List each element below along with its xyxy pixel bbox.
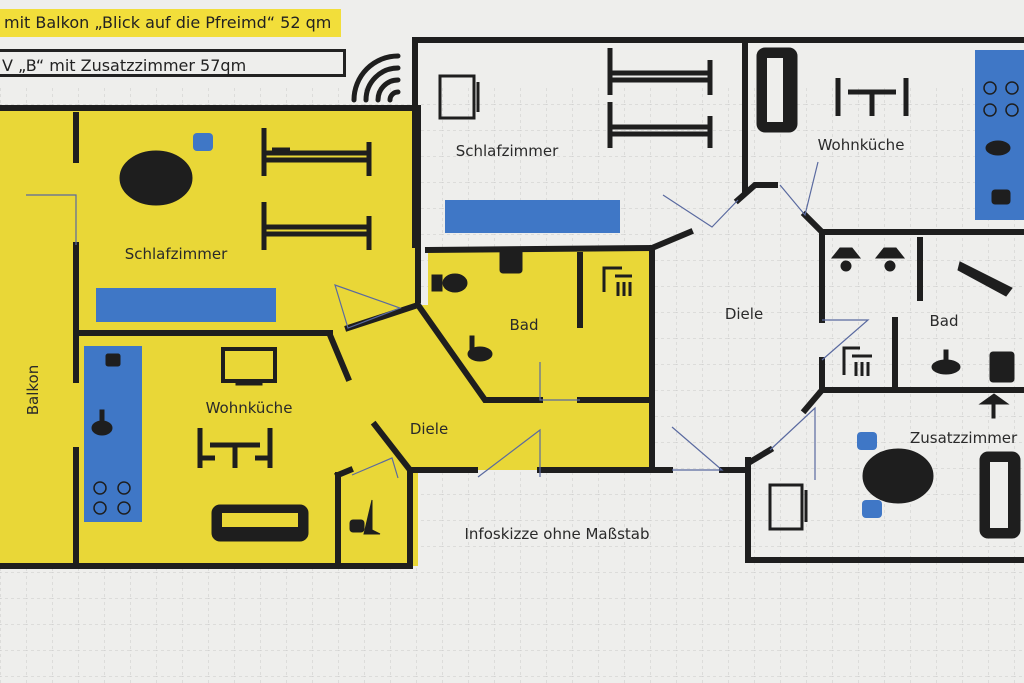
table-icon <box>835 78 909 116</box>
umbrella-icon <box>978 393 1010 419</box>
bathtub-icon <box>957 261 1013 297</box>
stool-icon <box>862 500 882 518</box>
sink-icon <box>985 140 1011 156</box>
bed-icon <box>607 102 713 148</box>
desk-icon <box>768 483 808 531</box>
desk-icon <box>438 74 480 120</box>
room-label-bad-b: Bad <box>929 312 958 330</box>
room-label-wohnkueche-a: Wohnküche <box>206 399 293 417</box>
sofa-icon <box>211 504 309 542</box>
wall-lamp-icon <box>830 247 906 272</box>
header-subtitle: V „B“ mit Zusatzzimmer 57qm <box>0 49 346 77</box>
broom-icon <box>349 499 381 535</box>
kitchen-counter-a <box>84 346 142 522</box>
plan-note: Infoskizze ohne Maßstab <box>465 525 650 543</box>
walls <box>0 37 1024 569</box>
door-swings <box>26 161 870 480</box>
tv-icon <box>221 347 277 386</box>
shower-icon <box>602 266 632 296</box>
stove-icon <box>93 81 1019 515</box>
room-label-balkon: Balkon <box>24 365 42 416</box>
furniture <box>91 47 1021 542</box>
bed-icon <box>261 202 372 250</box>
round-table <box>862 448 934 504</box>
sofa-icon <box>756 47 798 133</box>
washing-machine-icon <box>499 246 523 274</box>
room-label-schlafzimmer-b: Schlafzimmer <box>456 142 559 160</box>
table-icon <box>197 428 273 468</box>
wardrobe-a <box>96 288 276 322</box>
room-label-diele-a: Diele <box>410 420 448 438</box>
bed-icon <box>261 128 372 176</box>
wifi-icon <box>351 53 401 103</box>
room-label-schlafzimmer-a: Schlafzimmer <box>125 245 228 263</box>
header-title: mit Balkon „Blick auf die Pfreimd“ 52 qm <box>0 9 342 37</box>
apartment-a-fill <box>0 108 652 566</box>
sink-icon <box>931 349 961 375</box>
room-label-wohnkueche-b: Wohnküche <box>818 136 905 154</box>
room-label-bad-a: Bad <box>509 316 538 334</box>
wardrobe-b <box>445 200 620 233</box>
bed-icon <box>607 48 713 95</box>
sink-icon <box>467 335 493 362</box>
shower-icon <box>842 346 872 376</box>
coffee-maker-icon <box>105 353 121 367</box>
washing-machine-icon <box>989 351 1015 383</box>
sofa-icon <box>979 451 1021 539</box>
coffee-maker-icon <box>991 189 1011 205</box>
toilet-icon <box>431 273 468 293</box>
room-label-diele-b: Diele <box>725 305 763 323</box>
stool-icon <box>193 133 213 151</box>
stool-icon <box>857 432 877 450</box>
round-table <box>119 150 193 206</box>
sink-icon <box>91 409 113 436</box>
room-label-zusatzzimmer: Zusatzzimmer <box>910 429 1018 447</box>
